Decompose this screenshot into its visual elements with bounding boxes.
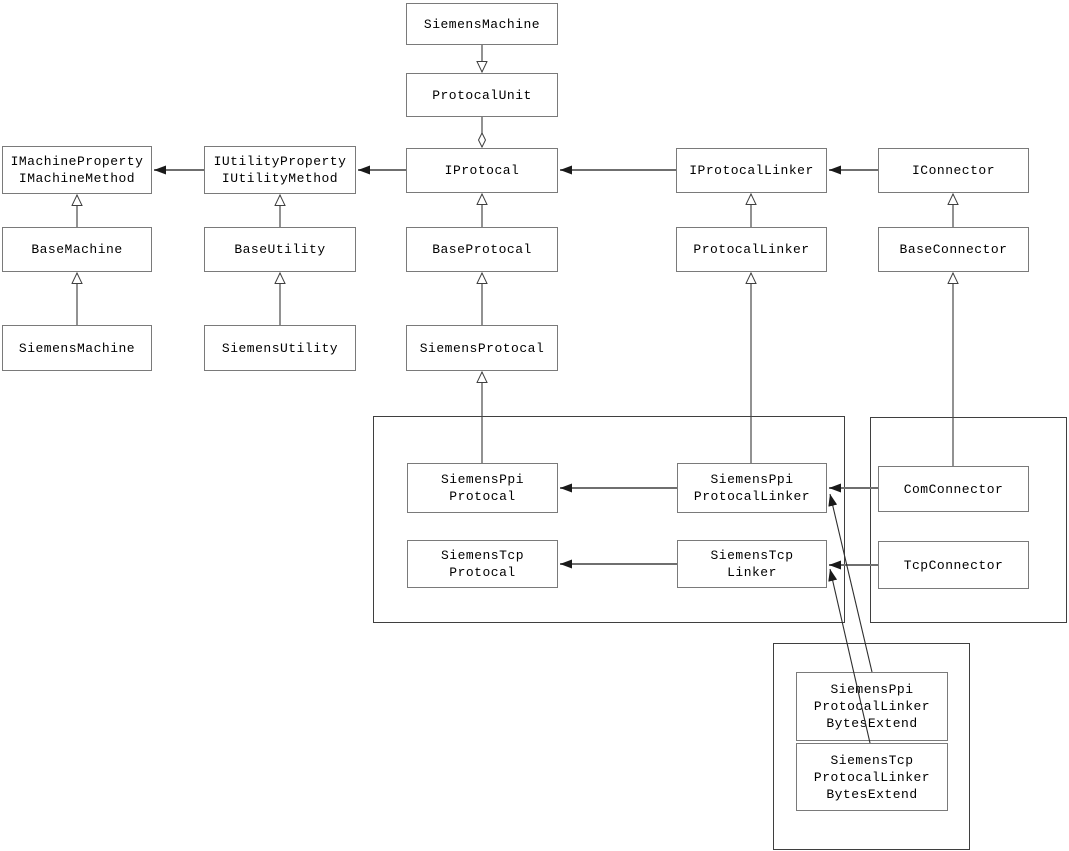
class-label: Linker <box>727 565 777 580</box>
class-iconnector: IConnector <box>878 148 1029 193</box>
class-tcp-connector: TcpConnector <box>878 541 1029 589</box>
class-label: SiemensMachine <box>18 340 136 356</box>
class-label: SiemensUtility <box>221 340 339 356</box>
class-label: BaseMachine <box>31 242 123 257</box>
class-label: SiemensMachine <box>423 16 541 32</box>
class-base-utility: BaseUtility <box>204 227 356 272</box>
class-label: SiemensProtocal <box>419 340 545 356</box>
class-label: ProtocalLinker <box>693 242 810 257</box>
class-label: BaseConnector <box>899 242 1008 257</box>
class-label: SiemensTcp <box>710 548 794 563</box>
class-label: IUtilityProperty <box>213 154 347 169</box>
class-label: IProtocal <box>444 163 520 178</box>
class-base-machine: BaseMachine <box>2 227 152 272</box>
class-label: IConnector <box>911 163 995 178</box>
class-iprotocal-linker: IProtocalLinker <box>676 148 827 193</box>
class-com-connector: ComConnector <box>878 466 1029 512</box>
class-siemens-machine: SiemensMachine <box>2 325 152 371</box>
class-label: Protocal <box>449 565 516 580</box>
class-label: Protocal <box>449 489 516 504</box>
class-protocal-unit: ProtocalUnit <box>406 73 558 117</box>
class-label: ProtocalLinker <box>813 699 931 714</box>
class-siemens-protocal: SiemensProtocal <box>406 325 558 371</box>
class-label: TcpConnector <box>903 557 1004 573</box>
class-label: ProtocalUnit <box>432 87 532 103</box>
group-siemens-protocal-impl <box>373 416 845 623</box>
class-label: ProtocalLinker <box>813 769 931 785</box>
class-label: IUtilityMethod <box>221 171 339 186</box>
class-label: ComConnector <box>903 481 1004 497</box>
class-label: ProtocalLinker <box>693 489 811 504</box>
class-label: SiemensPpi <box>710 472 794 487</box>
class-label: SiemensPpi <box>830 682 914 697</box>
class-label: BaseProtocal <box>432 242 532 257</box>
class-base-connector: BaseConnector <box>878 227 1029 272</box>
group-connectors <box>870 417 1067 623</box>
class-label: IProtocalLinker <box>689 163 814 178</box>
class-label: SiemensPpi <box>440 472 524 487</box>
class-base-protocal: BaseProtocal <box>406 227 558 272</box>
class-siemens-machine-unit: SiemensMachine <box>406 3 558 45</box>
class-label: IMachineProperty <box>10 154 144 169</box>
class-iprotocal: IProtocal <box>406 148 558 193</box>
class-label: IMachineMethod <box>18 171 136 186</box>
class-label: SiemensTcp <box>440 548 524 563</box>
class-protocal-linker: ProtocalLinker <box>676 227 827 272</box>
class-label: BaseUtility <box>234 242 326 257</box>
class-label: BytesExtend <box>826 716 918 731</box>
class-label: BytesExtend <box>826 786 918 802</box>
class-label: SiemensTcp <box>830 752 914 768</box>
class-siemens-utility: SiemensUtility <box>204 325 356 371</box>
